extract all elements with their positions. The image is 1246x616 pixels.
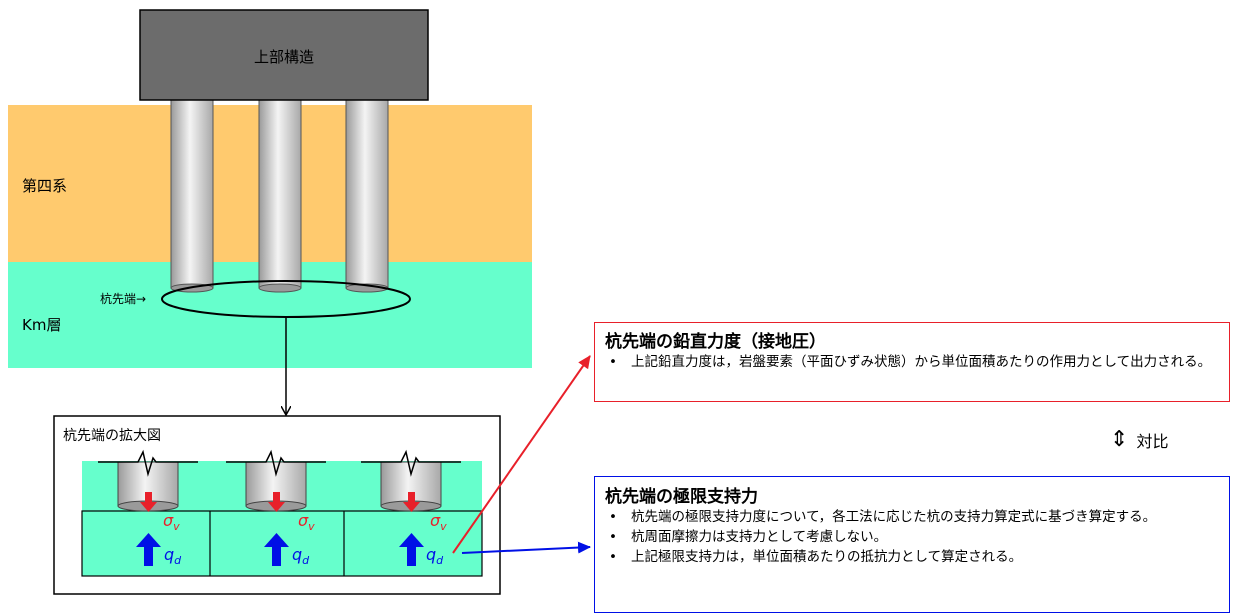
enlarged-pile-3 [361,449,461,566]
ultimate-capacity-list: 杭先端の極限支持力度について，各工法に応じた杭の支持力算定式に基づき算定する。 … [605,509,1219,566]
vertical-stress-box: 杭先端の鉛直力度（接地圧） 上記鉛直力度は，岩盤要素（平面ひずみ状態）から単位面… [594,322,1230,402]
compare-indicator: ⇕ 対比 [1110,428,1168,452]
ultimate-capacity-bullet: 上記極限支持力は，単位面積あたりの抵抗力として算定される。 [605,549,1219,566]
qd-label-2: qd [292,545,310,567]
sigma-v-label-2: σv [298,511,315,533]
pile-left [170,97,214,293]
ultimate-capacity-bullet: 杭周面摩擦力は支持力として考慮しない。 [605,529,1219,546]
pile-right [345,97,389,293]
sigma-v-label-3: σv [430,511,447,533]
blue-callout-arrow [461,541,591,554]
pile-center [258,97,302,293]
ultimate-capacity-title: 杭先端の極限支持力 [605,487,758,507]
pile-tip-label: 杭先端→ [100,291,146,306]
enlarged-pile-2 [226,449,326,566]
vertical-stress-title: 杭先端の鉛直力度（接地圧） [605,332,826,352]
sigma-v-label-1: σv [163,511,180,533]
compare-label: 対比 [1136,432,1169,451]
vertical-stress-list: 上記鉛直力度は，岩盤要素（平面ひずみ状態）から単位面積あたりの作用力として出力さ… [605,354,1219,371]
ultimate-capacity-box: 杭先端の極限支持力 杭先端の極限支持力度について，各工法に応じた杭の支持力算定式… [594,476,1230,613]
enlarged-pile-1 [98,449,198,566]
superstructure-label: 上部構造 [254,48,314,66]
enlarged-view-title: 杭先端の拡大図 [63,428,161,444]
up-down-arrow-icon: ⇕ [1110,427,1129,452]
ultimate-capacity-bullet: 杭先端の極限支持力度について，各工法に応じた杭の支持力算定式に基づき算定する。 [605,509,1219,526]
red-callout-arrow [452,355,591,554]
qd-label-1: qd [164,545,182,567]
qd-label-3: qd [426,545,444,567]
vertical-stress-bullet: 上記鉛直力度は，岩盤要素（平面ひずみ状態）から単位面積あたりの作用力として出力さ… [605,354,1219,371]
quaternary-label: 第四系 [22,177,67,195]
superstructure-block [139,9,429,101]
km-layer-label: Km層 [22,316,61,334]
